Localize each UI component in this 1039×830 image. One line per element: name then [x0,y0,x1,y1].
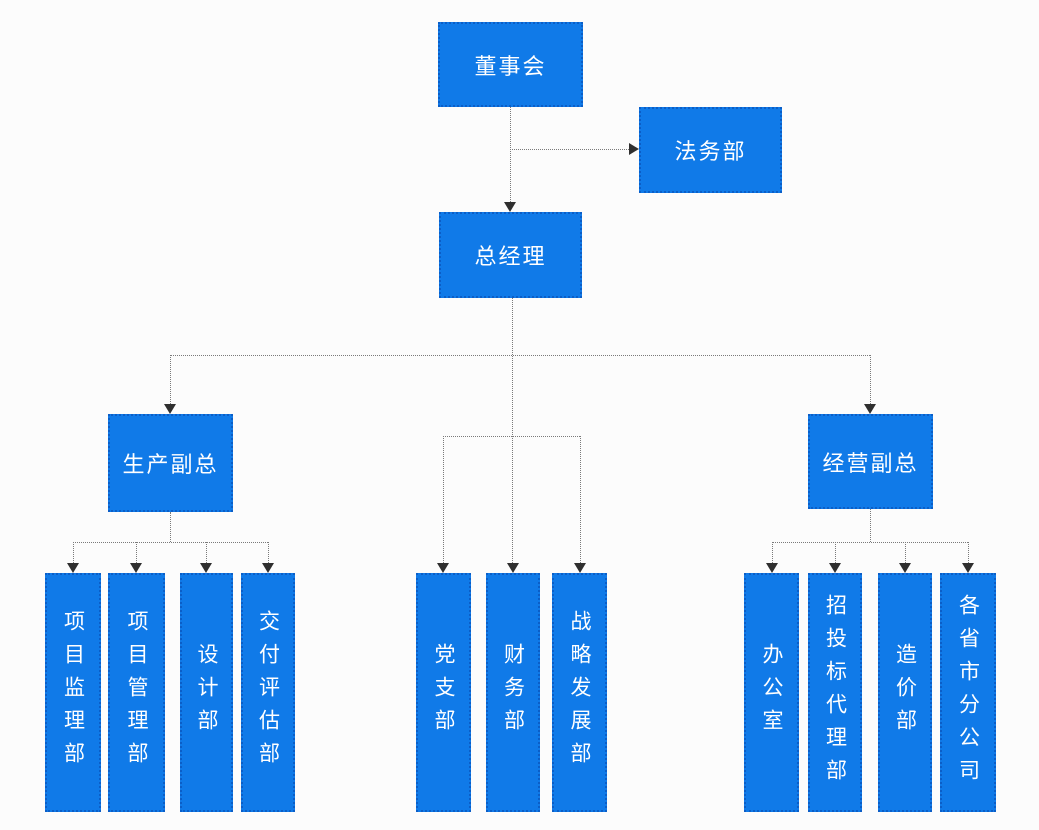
connector-production-depts-h [73,542,268,543]
connector-office-v [772,542,773,563]
node-production-vp[interactable]: 生产副总 [108,414,233,512]
connector-strategy-dept-v [580,436,581,563]
connector-board-legal-h [510,149,629,150]
node-cost-dept[interactable]: 造价部 [878,573,932,812]
node-bidding-agency-label: 招投标代理部 [823,593,847,792]
node-general-manager-label: 总经理 [474,244,547,269]
node-finance-dept-label: 财务部 [501,643,525,742]
arrow-into-cost-dept [899,563,911,573]
node-provincial-branches[interactable]: 各省市分公司 [940,573,996,812]
node-office-label: 办公室 [760,643,783,742]
connector-bidding-agency-v [835,542,836,563]
connector-proj-supervision-v [73,542,74,563]
node-project-management-label: 项目管理部 [125,610,148,775]
node-board-label: 董事会 [474,53,547,79]
connector-gm-down-v [512,298,513,563]
arrow-into-proj-supervision [67,563,79,573]
node-office[interactable]: 办公室 [744,573,799,812]
node-strategy-development-dept[interactable]: 战略发展部 [552,573,607,812]
arrow-into-delivery-eval [262,563,274,573]
connector-main-h [170,355,870,356]
connector-production-down-v [170,512,171,542]
arrow-into-party-branch [437,563,449,573]
node-delivery-evaluation-label: 交付评估部 [256,610,280,775]
node-general-manager[interactable]: 总经理 [439,212,582,298]
connector-main-operations-v [870,355,871,404]
arrow-into-branches [962,563,974,573]
arrow-into-strategy-dept [574,563,586,573]
arrow-into-proj-management [130,563,142,573]
node-party-branch-label: 党支部 [432,643,455,742]
node-operations-vp[interactable]: 经营副总 [808,414,933,509]
connector-branches-v [968,542,969,563]
node-legal-dept[interactable]: 法务部 [639,107,782,193]
connector-operations-depts-h [772,542,968,543]
arrow-into-general-manager [504,202,516,212]
connector-party-branch-v [443,436,444,563]
node-delivery-evaluation-dept[interactable]: 交付评估部 [241,573,295,812]
node-project-management-dept[interactable]: 项目管理部 [108,573,165,812]
node-design-dept-label: 设计部 [195,643,218,742]
arrow-into-operations-vp [864,404,876,414]
connector-design-dept-v [206,542,207,563]
node-design-dept[interactable]: 设计部 [180,573,233,812]
connector-main-production-v [170,355,171,404]
node-legal-dept-label: 法务部 [674,139,747,164]
connector-proj-management-v [136,542,137,563]
node-production-vp-label: 生产副总 [122,452,219,477]
arrow-into-design-dept [200,563,212,573]
node-bidding-agency-dept[interactable]: 招投标代理部 [808,573,862,812]
connector-delivery-eval-v [268,542,269,563]
arrow-into-production-vp [164,404,176,414]
node-cost-dept-label: 造价部 [893,643,917,742]
node-operations-vp-label: 经营副总 [822,450,919,476]
node-project-supervision-label: 项目监理部 [61,610,85,775]
node-provincial-branches-label: 各省市分公司 [956,593,980,792]
arrow-into-bidding-agency [829,563,841,573]
connector-cost-dept-v [905,542,906,563]
node-strategy-development-label: 战略发展部 [568,610,591,775]
connector-gm-depts-h [443,436,580,437]
arrow-into-finance-dept [507,563,519,573]
connector-operations-down-v [870,509,871,542]
arrow-into-office [766,563,778,573]
node-project-supervision-dept[interactable]: 项目监理部 [45,573,101,812]
connector-board-gm-v [510,107,511,202]
node-party-branch[interactable]: 党支部 [416,573,471,812]
arrow-into-legal-dept [629,143,639,155]
node-board[interactable]: 董事会 [438,22,583,107]
node-finance-dept[interactable]: 财务部 [486,573,540,812]
